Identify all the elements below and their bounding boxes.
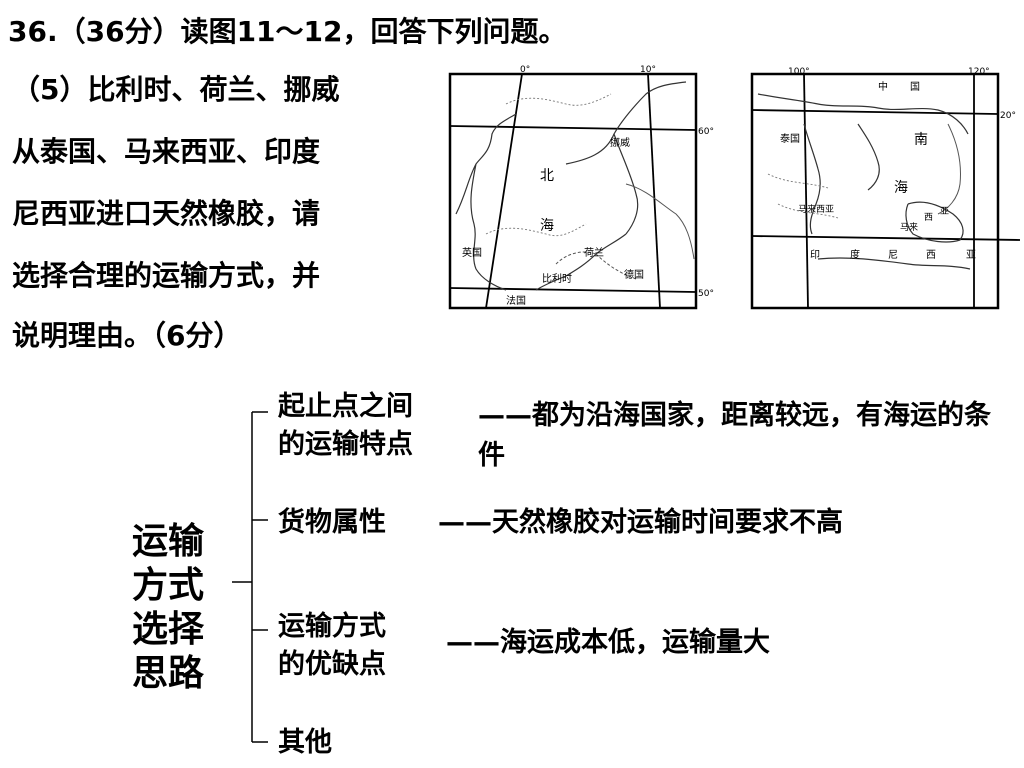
question-line-3: 尼西亚进口天然橡胶，请 (12, 197, 321, 230)
question-line-1: （5）比利时、荷兰、挪威 (12, 73, 340, 106)
branch-pros-cons-answer: ——海运成本低，运输量大 (446, 627, 770, 658)
country-malaysia-east-3: 亚 (940, 206, 949, 217)
country-malaysia: 马来西亚 (798, 204, 834, 215)
branch-cargo-answer: ——天然橡胶对运输时间要求不高 (438, 507, 843, 538)
lon-label-120: 120° (968, 67, 990, 77)
country-norway: 挪威 (610, 136, 630, 149)
branch-endpoints-label-line-1: 起止点之间 (278, 391, 413, 422)
lat-label-60: 60° (698, 127, 714, 137)
north-sea-map: 0° 10° 60° 50° 北 海 挪威 英国 荷兰 比利时 德国 法国 (446, 64, 718, 310)
sea-label-bei: 北 (540, 168, 554, 184)
country-malaysia-east-1: 马来 (900, 222, 918, 233)
sea-label-nan: 南 (914, 132, 928, 148)
south-china-sea-map: 100° 120° 20° 南 海 中 国 泰国 马来西亚 马来 西 亚 印 度… (748, 64, 1020, 310)
branch-pros-cons-label-line-2: 的优缺点 (278, 649, 386, 680)
country-belgium: 比利时 (542, 273, 572, 285)
question-line-2: 从泰国、马来西亚、印度 (12, 135, 321, 168)
question-line-4: 选择合理的运输方式，并 (12, 259, 321, 292)
branch-pros-cons-label: 运输方式 的优缺点 (278, 608, 386, 684)
branch-pros-cons-label-line-1: 运输方式 (278, 611, 386, 642)
country-thailand: 泰国 (780, 132, 800, 145)
mindmap-title-line-2: 方式 (132, 565, 205, 606)
country-china-1: 中 (878, 80, 888, 93)
country-indonesia-2: 度 (850, 248, 860, 261)
country-indonesia-4: 西 (926, 250, 936, 261)
country-germany: 德国 (624, 268, 644, 281)
lon-label-0: 0° (520, 65, 530, 75)
lat-label-20: 20° (1000, 111, 1016, 121)
country-uk: 英国 (462, 246, 482, 259)
branch-endpoints-label: 起止点之间 的运输特点 (278, 388, 413, 464)
sea-label-hai: 海 (894, 180, 908, 196)
country-malaysia-east-2: 西 (924, 212, 933, 223)
lat-label-50: 50° (698, 289, 714, 299)
country-indonesia-5: 亚 (966, 250, 976, 261)
country-indonesia-3: 尼 (888, 249, 898, 261)
branch-other-label: 其他 (278, 727, 332, 758)
question-title: 36.（36分）读图11～12，回答下列问题。 (8, 15, 567, 48)
south-china-sea-map-svg: 100° 120° 20° 南 海 中 国 泰国 马来西亚 马来 西 亚 印 度… (750, 67, 1020, 310)
mindmap-title-line-4: 思路 (132, 653, 205, 694)
country-china-2: 国 (910, 81, 920, 93)
lon-label-10: 10° (640, 65, 656, 75)
sea-label-hai: 海 (540, 218, 554, 234)
branch-cargo-label: 货物属性 (278, 507, 386, 538)
question-line-5: 说明理由。（6分） (12, 319, 242, 352)
mindmap-title-line-1: 运输 (132, 521, 205, 562)
country-netherlands: 荷兰 (584, 246, 604, 259)
north-sea-map-svg: 0° 10° 60° 50° 北 海 挪威 英国 荷兰 比利时 德国 法国 (448, 65, 714, 310)
mindmap-title-line-3: 选择 (132, 609, 205, 650)
country-france: 法国 (506, 294, 526, 307)
mindmap-bracket (232, 411, 268, 743)
mindmap-title: 运输 方式 选择 思路 (132, 520, 214, 696)
branch-endpoints-label-line-2: 的运输特点 (278, 429, 413, 460)
lon-label-100: 100° (788, 67, 810, 77)
country-indonesia-1: 印 (810, 249, 820, 261)
branch-endpoints-answer: ——都为沿海国家，距离较远，有海运的条件 (478, 400, 991, 471)
